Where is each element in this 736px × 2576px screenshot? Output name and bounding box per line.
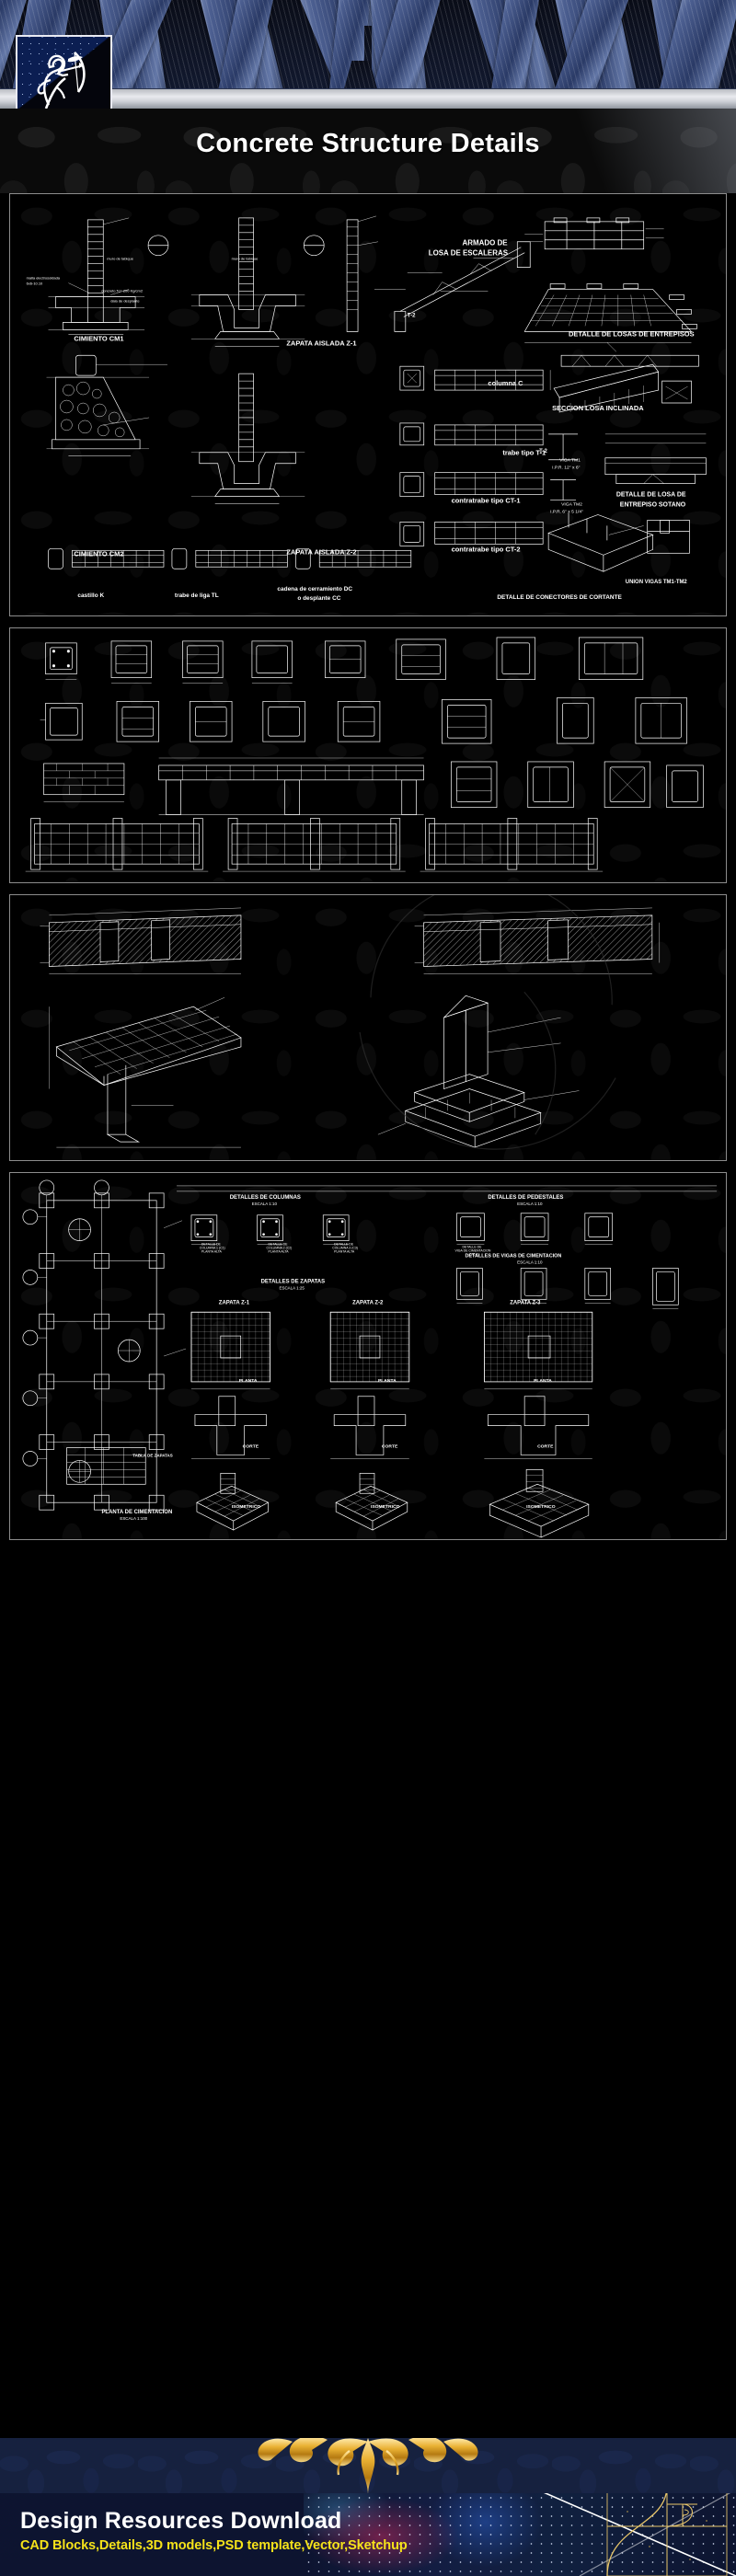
- cad-label: concreto f'c= 200 Kg/cm2: [101, 289, 143, 293]
- footer: Design Resources Download CAD Blocks,Det…: [0, 2438, 736, 2576]
- cad-label: muro de tabique: [107, 257, 133, 261]
- cad-label: DETALLE DE: [334, 1243, 354, 1247]
- footer-title: Design Resources Download: [20, 2508, 342, 2534]
- cad-label: ZAPATA Z-3: [510, 1300, 541, 1305]
- cad-label: DETALLE DE: [462, 1246, 482, 1249]
- cad-label: PLANTA: [534, 1378, 552, 1384]
- cad-label: malla electrosoldada: [27, 276, 61, 281]
- cad-label: CIMIENTO CM2: [74, 549, 123, 558]
- cad-label: DETALLES DE ZAPATAS: [261, 1279, 326, 1284]
- cad-label: CORTE: [382, 1444, 398, 1450]
- cad-panel-waffle-slab-and-column-base-details: [9, 894, 727, 1161]
- cad-label: DETALLE DE CONECTORES DE CORTANTE: [497, 594, 622, 601]
- footer-text-area: Design Resources Download CAD Blocks,Det…: [0, 2493, 736, 2576]
- cad-label: trabe de liga TL: [175, 592, 219, 599]
- cad-label: DETALLE DE: [269, 1243, 289, 1247]
- cad-label: ESCALA 1:10: [252, 1202, 278, 1206]
- cad-label: VIGA DE CIMENTACION: [455, 1249, 491, 1253]
- cad-label: trabe tipo T-1: [502, 449, 546, 457]
- cad-label: ZAPATA AISLADA Z-1: [286, 339, 356, 347]
- header-metal-bar: [0, 88, 736, 109]
- cad-label: muro de tabique: [232, 257, 259, 261]
- nebula-graphic: [304, 2493, 736, 2576]
- cad-label: ARMADO DE: [463, 239, 508, 247]
- cad-label: PLANTA ALTA: [269, 1250, 290, 1254]
- cad-label: ZAPATA Z-1: [219, 1300, 250, 1305]
- cad-label: ZAPATA Z-2: [352, 1300, 384, 1305]
- cad-label: PLANTA DE CIMENTACION: [101, 1510, 172, 1515]
- archer-logo: [16, 35, 112, 109]
- cad-label: SECCION LOSA INCLINADA: [552, 404, 644, 412]
- cad-label: ISOMETRICO: [232, 1504, 261, 1510]
- cad-label: contratrabe tipo CT-1: [452, 497, 521, 505]
- cad-label: ZAPATA AISLADA Z-2: [286, 547, 356, 556]
- cad-label: ESCALA 1:10: [517, 1202, 543, 1206]
- cad-label: ESCALA 1:100: [120, 1516, 147, 1521]
- cad-label: dala de desplante: [110, 298, 140, 303]
- damask-pattern: [10, 194, 726, 615]
- cad-label: contratrabe tipo CT-2: [452, 545, 521, 553]
- cad-label: I.P.R. 12" x 6": [552, 466, 580, 471]
- cad-label: o desplante CC: [297, 595, 340, 602]
- title-band: Concrete Structure Details: [0, 109, 736, 193]
- cad-label: T-2: [408, 313, 416, 318]
- cad-panel-column-wall-and-frame-elevations: [9, 627, 727, 883]
- cad-label: castillo K: [77, 592, 104, 599]
- cad-label: PLANTA ALTA: [201, 1250, 223, 1254]
- cad-label: VIGA TM1: [559, 458, 581, 464]
- cad-label: ESCALA 1:25: [279, 1285, 305, 1290]
- cad-label: CORTE: [537, 1444, 554, 1450]
- page-title: Concrete Structure Details: [196, 129, 540, 158]
- header-banner: [0, 0, 736, 109]
- footer-subtitle: CAD Blocks,Details,3D models,PSD templat…: [20, 2538, 408, 2553]
- cad-label: ISOMETRICO: [526, 1504, 556, 1510]
- cad-label: CIMIENTO CM1: [74, 334, 123, 342]
- cad-label: COLUMNA 1 (C1): [200, 1247, 225, 1250]
- damask-pattern: [10, 628, 726, 882]
- cad-label: PLANTA ALTA: [334, 1250, 355, 1254]
- cad-drawing-panel-3: [40, 895, 660, 1150]
- cad-label: DETALLE DE: [201, 1243, 222, 1247]
- cad-label: (VC-1): [469, 1253, 478, 1257]
- cad-label: 6x6-10.10: [27, 282, 43, 286]
- cad-label: DETALLES DE VIGAS DE CIMENTACION: [465, 1254, 561, 1259]
- golden-spiral-icon: [543, 2493, 736, 2576]
- cad-label: LOSA DE ESCALERAS: [429, 249, 508, 258]
- cad-label: VIGA TM2: [561, 502, 582, 508]
- cad-label: COLUMNA 3 (C3): [332, 1247, 358, 1250]
- cad-label: COLUMNA 2 (C2): [267, 1247, 293, 1250]
- cad-drawing-panel-2: [25, 637, 704, 872]
- cad-label: cadena de cerramiento DC: [277, 586, 352, 592]
- cad-label: DETALLE DE LOSAS DE ENTREPISOS: [569, 329, 695, 338]
- cad-label: I.P.R. 6" x 5 1/4": [550, 509, 583, 514]
- cad-label: ISOMETRICO: [371, 1504, 400, 1510]
- gold-flourish-icon: [258, 2438, 478, 2495]
- cad-label: DETALLES DE PEDESTALES: [488, 1195, 563, 1201]
- cad-label: PLANTA: [239, 1378, 258, 1384]
- cad-label: DETALLE DE LOSA DE: [616, 492, 686, 499]
- cad-label: TABLA DE ZAPATAS: [132, 1453, 172, 1457]
- cad-label: ENTREPISO SOTANO: [620, 502, 686, 509]
- cad-label: CORTE: [243, 1444, 259, 1450]
- cad-label: T-2: [539, 449, 547, 454]
- cad-label: UNION VIGAS TM1-TM2: [626, 580, 688, 585]
- cad-label: DETALLES DE COLUMNAS: [230, 1195, 301, 1201]
- cad-label: PLANTA: [378, 1378, 397, 1384]
- cad-label: columna C: [488, 379, 523, 387]
- footer-ornament-band: [0, 2438, 736, 2495]
- title-sheen: [506, 109, 736, 193]
- cad-label: ESCALA 1:10: [517, 1260, 543, 1265]
